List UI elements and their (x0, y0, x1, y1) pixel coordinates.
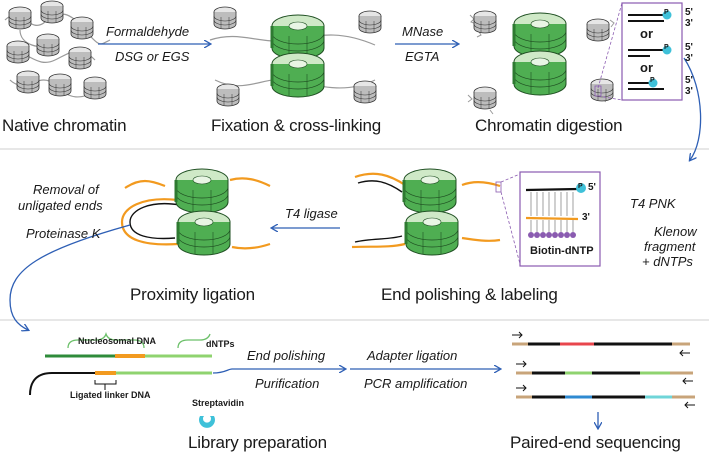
biotin-dntp-label: Biotin-dNTP (530, 245, 594, 257)
reagent-mnase: MNase (402, 24, 444, 39)
note-proteinase-k: Proteinase K (26, 226, 101, 241)
reagent-dntps: + dNTPs (642, 254, 693, 269)
stage-end-polishing: End polishing & labeling (381, 285, 558, 304)
reagent-fragment: fragment (644, 239, 696, 254)
reagent-t4-ligase: T4 ligase (285, 206, 338, 221)
inset1-or-1: or (640, 26, 653, 41)
step-pcr-amplification: PCR amplification (364, 376, 468, 391)
inset1-5prime-c: 5' (685, 75, 693, 86)
dntps-label: dNTPs (206, 339, 235, 349)
inset2-5prime: 5' (588, 182, 596, 193)
inset1-3prime-c: 3' (685, 86, 693, 97)
inset2-3prime: 3' (582, 212, 590, 223)
step-purification: Purification (255, 376, 320, 391)
stage-native-chromatin: Native chromatin (2, 116, 127, 135)
phosphate-label-c: P (650, 77, 655, 84)
inset1-3prime-b: 3' (685, 53, 693, 64)
sequencing-reads (512, 342, 695, 399)
reagent-t4-pnk: T4 PNK (630, 196, 676, 211)
stage-chromatin-digestion: Chromatin digestion (475, 116, 623, 135)
reagent-klenow: Klenow (654, 224, 697, 239)
step-end-polishing: End polishing (247, 348, 326, 363)
ligated-linker-dna-label: Ligated linker DNA (70, 390, 151, 400)
reagent-egta: EGTA (405, 49, 440, 64)
reagent-dsg-egs: DSG or EGS (115, 49, 190, 64)
step-adapter-ligation: Adapter ligation (367, 348, 458, 363)
inset1-5prime-a: 5' (685, 7, 693, 18)
stage-paired-end-sequencing: Paired-end sequencing (510, 433, 681, 452)
phosphate-label-a: P (664, 9, 669, 16)
phosphate-label-b: P (664, 44, 669, 51)
inset1-5prime-b: 5' (685, 42, 693, 53)
inset1-3prime-a: 3' (685, 18, 693, 29)
inset1-or-2: or (640, 60, 653, 75)
stage-fixation: Fixation & cross-linking (211, 116, 381, 135)
stage-library-preparation: Library preparation (188, 433, 327, 452)
streptavidin-label: Streptavidin (192, 398, 245, 408)
stage-proximity-ligation: Proximity ligation (130, 285, 255, 304)
note-removal-of: Removal of (33, 182, 99, 197)
reagent-formaldehyde: Formaldehyde (106, 24, 190, 39)
note-unligated-ends: unligated ends (18, 198, 103, 213)
phosphate-label-d: P (578, 183, 583, 190)
nucleosomal-dna-label: Nucleosomal DNA (78, 336, 157, 346)
